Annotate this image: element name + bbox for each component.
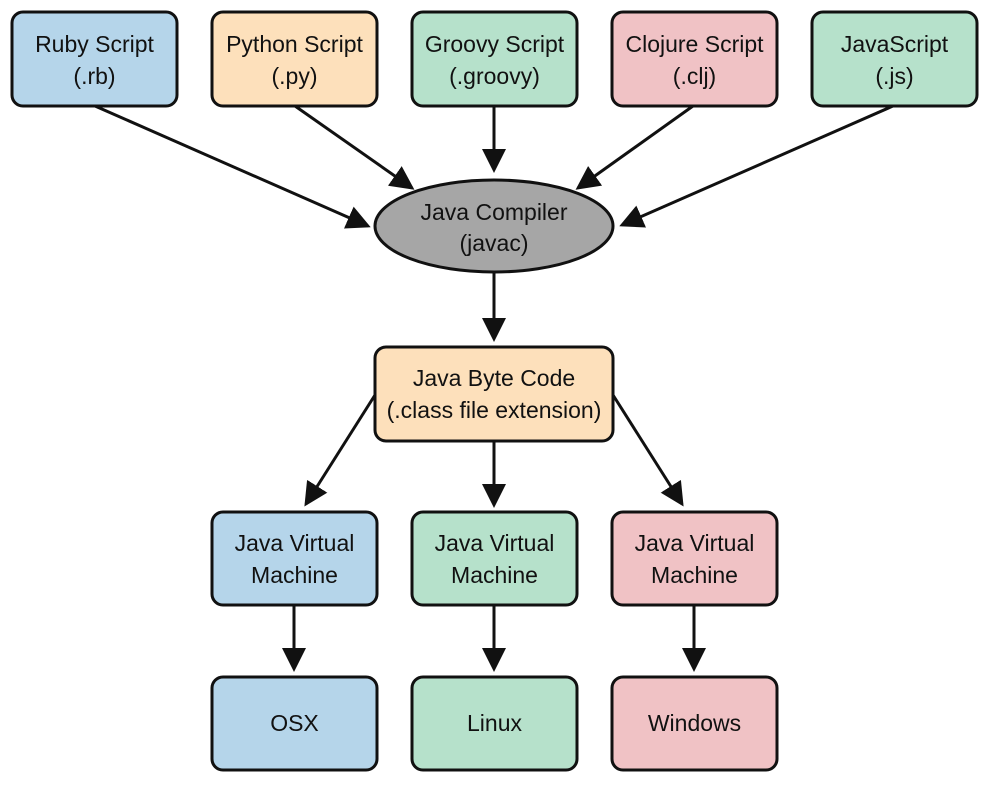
svg-text:Java Virtual: Java Virtual	[435, 530, 555, 556]
svg-text:Machine: Machine	[651, 562, 738, 588]
svg-text:Java Compiler: Java Compiler	[421, 199, 568, 225]
node-groovy-script: Groovy Script (.groovy)	[410, 10, 579, 108]
svg-text:Java Virtual: Java Virtual	[635, 530, 755, 556]
node-ruby-script: Ruby Script (.rb)	[10, 10, 179, 108]
svg-text:Groovy Script: Groovy Script	[425, 31, 565, 57]
svg-text:(.class file extension): (.class file extension)	[387, 397, 602, 423]
edge-ruby-compiler	[94, 104, 371, 229]
node-clojure-script: Clojure Script (.clj)	[610, 10, 779, 108]
node-java-byte-code: Java Byte Code (.class file extension)	[373, 345, 615, 443]
node-jvm-windows: Java Virtual Machine	[610, 510, 779, 607]
svg-text:Python Script: Python Script	[226, 31, 363, 57]
node-java-compiler: Java Compiler (javac)	[373, 178, 615, 274]
svg-text:Clojure Script: Clojure Script	[625, 31, 764, 57]
svg-text:Java Virtual: Java Virtual	[235, 530, 355, 556]
node-jvm-osx: Java Virtual Machine	[210, 510, 379, 607]
svg-text:(.py): (.py)	[272, 63, 318, 89]
svg-text:(javac): (javac)	[459, 230, 528, 256]
node-windows: Windows	[610, 675, 779, 772]
svg-text:JavaScript: JavaScript	[841, 31, 949, 57]
svg-text:Windows: Windows	[648, 710, 741, 736]
node-javascript: JavaScript (.js)	[810, 10, 979, 108]
node-osx: OSX	[210, 675, 379, 772]
node-linux: Linux	[410, 675, 579, 772]
edge-bytecode-jvm-osx	[304, 394, 377, 507]
svg-text:Machine: Machine	[251, 562, 338, 588]
svg-text:Machine: Machine	[451, 562, 538, 588]
svg-text:(.clj): (.clj)	[673, 63, 716, 89]
edge-javascript-compiler	[619, 104, 894, 228]
edge-python-compiler	[294, 104, 415, 190]
node-python-script: Python Script (.py)	[210, 10, 379, 108]
svg-text:OSX: OSX	[270, 710, 319, 736]
svg-text:Java Byte Code: Java Byte Code	[413, 365, 575, 391]
svg-text:Ruby Script: Ruby Script	[35, 31, 154, 57]
node-jvm-linux: Java Virtual Machine	[410, 510, 579, 607]
edge-clojure-compiler	[575, 104, 694, 190]
svg-text:(.js): (.js)	[875, 63, 913, 89]
svg-text:Linux: Linux	[467, 710, 522, 736]
svg-text:(.groovy): (.groovy)	[449, 63, 540, 89]
edge-bytecode-jvm-windows	[611, 394, 684, 507]
svg-text:(.rb): (.rb)	[73, 63, 115, 89]
